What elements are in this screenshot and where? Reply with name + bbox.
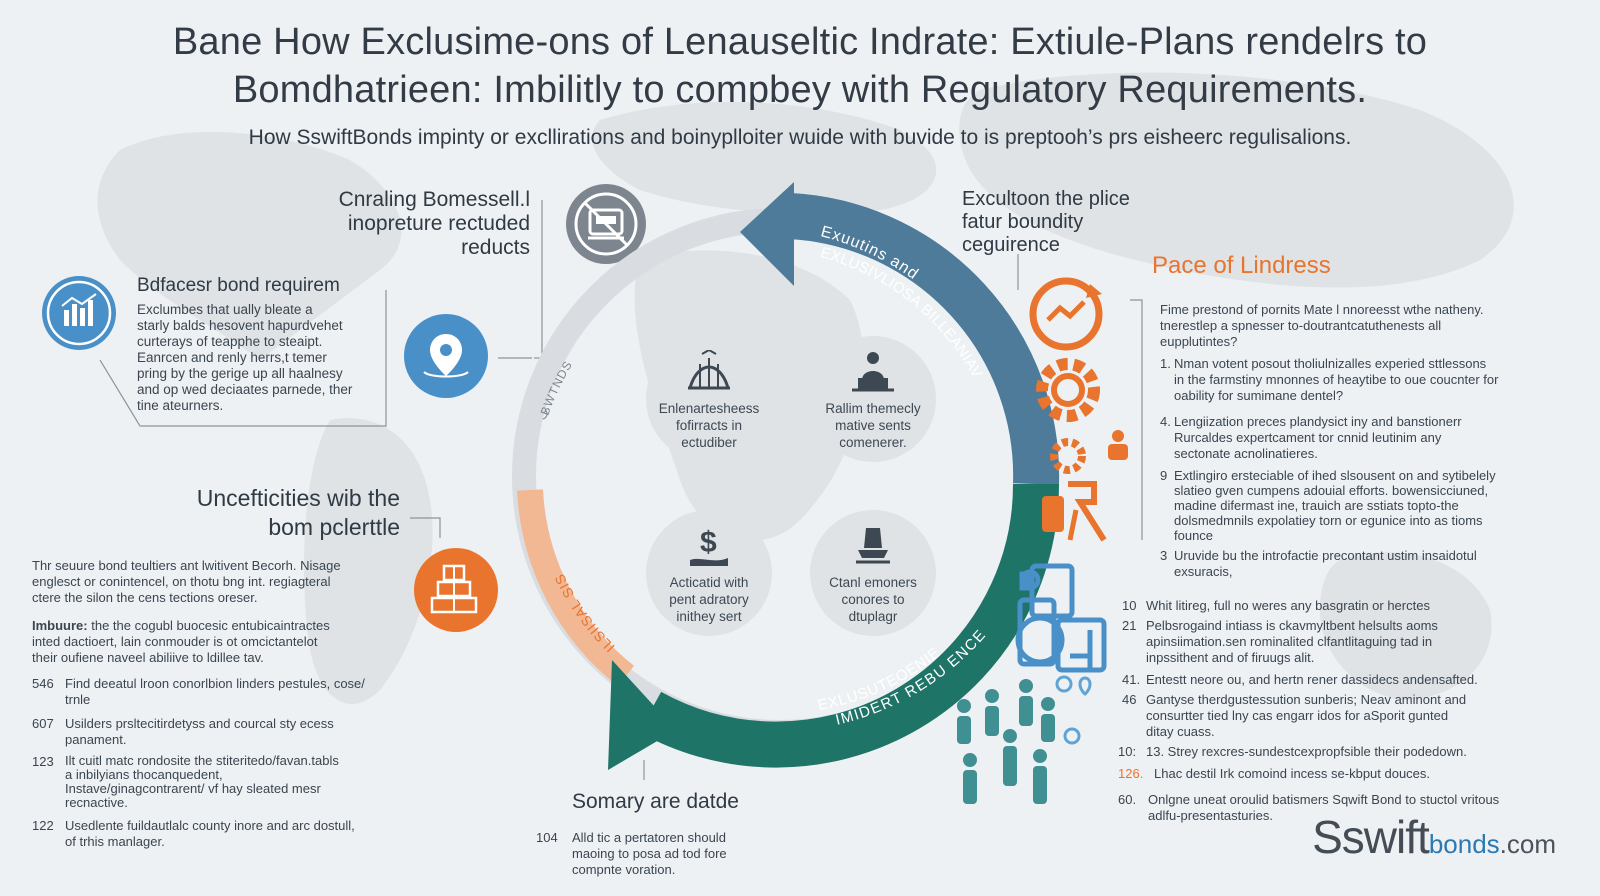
left-low-para-1: Thr seuure bond teultiers ant lwitivent … xyxy=(32,558,341,605)
blue-arrowhead xyxy=(740,182,794,286)
tools-icon xyxy=(1042,481,1107,542)
top-right-heading: Excultoon the plice fatur boundity cegui… xyxy=(962,188,1130,256)
blue-people-cluster xyxy=(957,563,1107,804)
page-subtitle: How SswiftBonds impinty or excllirations… xyxy=(248,126,1352,149)
cycle-teal-arrow xyxy=(638,483,1060,768)
person-icon xyxy=(1108,430,1128,460)
people-machinery-icon xyxy=(1015,563,1107,673)
computer-report-icon xyxy=(566,184,646,264)
left-top-heading: Cnraling Bomessell.l inopreture rectuded… xyxy=(338,188,530,259)
bridge-icon xyxy=(688,350,730,390)
person-podium-icon xyxy=(852,352,894,392)
left-mid-body: Exclumbes that ually bleate a starly bal… xyxy=(137,302,353,413)
page-title-line-1: Bane How Exclusime-ons of Lenauseltic In… xyxy=(172,21,1428,63)
location-pin-icon xyxy=(404,314,488,398)
left-low-para-2: Imbuure: the the cogubl buocesic entubic… xyxy=(32,618,330,665)
location-markers-icon xyxy=(1055,675,1092,745)
bottom-center-heading: Somary are datde xyxy=(572,790,739,813)
page-title-line-2: Bomdhatrieen: Imbilitly to compbey with … xyxy=(232,69,1368,111)
small-gear-icon xyxy=(1050,438,1086,474)
people-group-icon xyxy=(957,679,1055,804)
money-hand-icon: $ xyxy=(690,526,728,566)
cycle-orange-segment xyxy=(517,489,635,687)
teal-arrowhead xyxy=(608,660,676,770)
right-heading: Pace of Lindress xyxy=(1152,252,1331,279)
orange-icon-column xyxy=(1029,277,1128,542)
refresh-chart-icon xyxy=(1029,277,1103,351)
swiftbonds-logo: Sswiftbonds.com xyxy=(1312,811,1556,863)
person-desk-icon xyxy=(856,528,890,564)
cycle-blue-arrow xyxy=(788,193,1060,485)
left-mid-heading: Bdfacesr bond requirem xyxy=(137,275,340,296)
right-intro: Fime prestond of pornits Mate l nnoreess… xyxy=(1160,302,1484,349)
gear-icon xyxy=(1036,358,1100,422)
building-blocks-icon xyxy=(414,548,498,632)
svg-text:$: $ xyxy=(700,526,717,559)
bar-chart-icon xyxy=(42,276,116,350)
left-low-heading: Uncefticities wib the bom pclerttle xyxy=(196,485,400,540)
